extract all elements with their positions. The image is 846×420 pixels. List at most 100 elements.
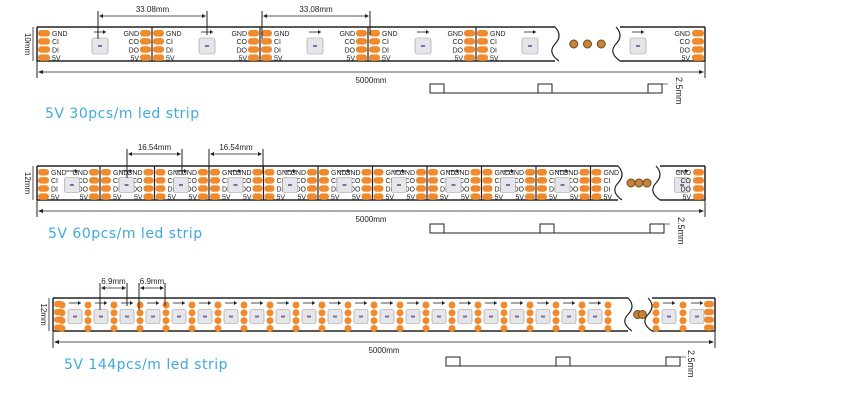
- arrow-icon: [641, 30, 644, 34]
- solder-pad: [143, 177, 154, 184]
- pin-label: CO: [78, 178, 89, 185]
- pin-label: GND: [181, 170, 197, 177]
- solder-pad: [474, 309, 482, 317]
- solder-pad: [248, 30, 259, 37]
- arrow-icon: [347, 169, 351, 173]
- pin-label: 5V: [51, 194, 60, 201]
- led-die: [593, 315, 597, 318]
- solder-pad: [470, 177, 481, 184]
- solder-pad: [525, 177, 535, 184]
- led-die: [179, 184, 183, 186]
- arrow-icon: [402, 169, 405, 173]
- led-die: [124, 184, 129, 186]
- solder-pad: [370, 309, 378, 317]
- solder-pad: [361, 169, 372, 176]
- pin-label: 5V: [166, 55, 175, 62]
- solder-pad: [370, 324, 378, 332]
- solder-pad: [344, 324, 352, 332]
- solder-pad: [84, 301, 92, 309]
- pin-label: DO: [129, 47, 140, 54]
- solder-pad: [526, 317, 534, 325]
- led-die: [98, 45, 102, 47]
- solder-pad: [361, 185, 372, 192]
- solder-pad: [318, 317, 326, 325]
- pin-label: CI: [549, 178, 556, 185]
- solder-pad: [110, 324, 118, 332]
- pin-label: GND: [236, 170, 252, 177]
- pin-label: GND: [168, 170, 184, 177]
- pin-label: GND: [72, 170, 88, 177]
- pin-label: DI: [386, 186, 393, 193]
- pin-label: DO: [132, 186, 143, 193]
- continuation-dot: [642, 178, 652, 188]
- pin-label: CI: [52, 39, 59, 46]
- solder-pad: [292, 317, 300, 325]
- solder-pad: [252, 169, 263, 176]
- solder-pad: [477, 46, 488, 53]
- pitch-label: 16.54mm: [138, 143, 172, 152]
- arrow-icon: [598, 301, 601, 305]
- arrow-icon: [338, 301, 341, 305]
- solder-pad: [604, 324, 612, 332]
- solder-pad: [679, 309, 687, 317]
- solder-pad: [416, 177, 426, 184]
- pin-label: GND: [440, 170, 456, 177]
- arrow-icon: [364, 301, 367, 305]
- solder-pad: [526, 324, 534, 332]
- solder-pad: [210, 193, 220, 200]
- solder-pad: [38, 177, 49, 184]
- solder-pad: [526, 309, 534, 317]
- strip-title-60: 5V 60pcs/m led strip: [48, 226, 203, 242]
- arrow-icon: [312, 301, 315, 305]
- pin-label: CO: [514, 178, 525, 185]
- pin-label: GND: [345, 170, 361, 177]
- pin-label: DO: [296, 186, 307, 193]
- solder-pad: [214, 324, 222, 332]
- pin-label: GND: [274, 31, 290, 38]
- arrow-icon: [468, 301, 471, 305]
- pin-label: DI: [52, 47, 59, 54]
- solder-pad: [464, 30, 475, 37]
- solder-pad: [344, 317, 352, 325]
- solder-pad: [162, 317, 170, 325]
- solder-pad: [604, 317, 612, 325]
- pin-label: CO: [241, 178, 252, 185]
- solder-pad: [240, 309, 248, 317]
- pin-label: GND: [52, 31, 68, 38]
- pitch-label: 16.54mm: [219, 143, 253, 152]
- solder-pad: [396, 317, 404, 325]
- solder-pad: [58, 301, 66, 309]
- solder-pad: [448, 309, 456, 317]
- solder-pad: [264, 177, 275, 184]
- solder-pad: [500, 301, 508, 309]
- solder-pad: [552, 317, 560, 325]
- led-die: [451, 184, 456, 186]
- pin-label: 5V: [222, 194, 231, 201]
- solder-pad: [373, 185, 384, 192]
- solder-pad: [318, 324, 326, 332]
- pin-label: GND: [549, 170, 565, 177]
- solder-pad: [110, 309, 118, 317]
- length-label: 5000mm: [368, 346, 399, 355]
- pin-label: DO: [459, 186, 470, 193]
- solder-pad: [261, 54, 272, 61]
- solder-pad: [58, 309, 66, 317]
- pin-label: 5V: [490, 55, 499, 62]
- solder-pad: [470, 185, 481, 192]
- solder-pad: [448, 301, 456, 309]
- solder-pad: [252, 193, 263, 200]
- solder-pad: [143, 193, 154, 200]
- solder-pad: [153, 54, 164, 61]
- solder-pad: [261, 38, 272, 45]
- pin-label: CO: [453, 39, 464, 46]
- solder-pad: [38, 38, 50, 45]
- pin-label: CO: [345, 39, 356, 46]
- led-die: [307, 315, 311, 318]
- led-die: [506, 184, 510, 186]
- arrow-icon: [533, 30, 536, 34]
- pin-label: 5V: [440, 194, 449, 201]
- solder-pad: [477, 38, 488, 45]
- solder-pad: [477, 30, 488, 37]
- width-label: 12mm: [23, 172, 32, 195]
- pin-label: 5V: [168, 194, 177, 201]
